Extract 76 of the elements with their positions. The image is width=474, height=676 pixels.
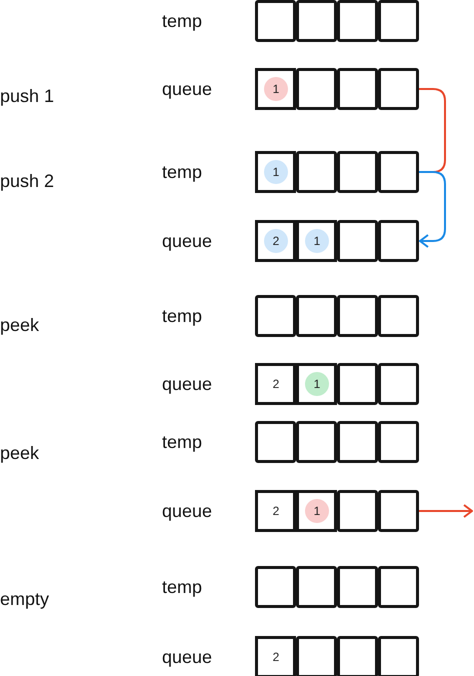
array-cell	[337, 421, 378, 463]
arrow	[418, 504, 473, 518]
array-cell	[337, 0, 378, 42]
array-cell	[255, 636, 296, 676]
array-cell	[255, 68, 296, 110]
array-cell	[337, 490, 378, 532]
array-cell	[296, 295, 337, 337]
array-row	[160, 68, 418, 112]
array-cell	[378, 363, 419, 405]
array-cell	[255, 151, 296, 193]
array-cell	[378, 295, 419, 337]
array-row	[160, 151, 418, 195]
array-cell	[378, 68, 419, 110]
step-label: push 2	[0, 171, 54, 192]
array-cell	[378, 220, 419, 262]
array-row	[160, 220, 418, 264]
highlighted-value: 1	[305, 229, 329, 253]
highlighted-value: 1	[305, 499, 329, 523]
array-cell	[337, 68, 378, 110]
array-cell	[255, 566, 296, 608]
cell-value: 2	[272, 649, 280, 665]
array-cell	[296, 490, 337, 532]
array-cell	[255, 490, 296, 532]
array-cell	[337, 566, 378, 608]
array-row	[160, 421, 418, 465]
array-cell	[296, 421, 337, 463]
cell-value: 2	[272, 376, 280, 392]
array-cell	[296, 636, 337, 676]
array-name: temp	[162, 432, 202, 453]
array-cell	[296, 68, 337, 110]
array-row	[160, 636, 418, 676]
array-row	[160, 295, 418, 339]
array-cell	[378, 636, 419, 676]
array-cell	[255, 295, 296, 337]
arrow	[418, 171, 446, 248]
array-cell	[378, 151, 419, 193]
array-name: temp	[162, 577, 202, 598]
array-cell	[378, 0, 419, 42]
array-cell	[337, 220, 378, 262]
array-name: temp	[162, 162, 202, 183]
array-cell	[337, 295, 378, 337]
step-label: empty	[0, 589, 50, 610]
array-name: queue	[162, 501, 212, 522]
highlighted-value: 1	[264, 160, 288, 184]
array-name: temp	[162, 11, 202, 32]
array-cell	[296, 363, 337, 405]
array-name: queue	[162, 374, 212, 395]
array-cell	[296, 0, 337, 42]
step-label: peek	[0, 443, 40, 464]
highlighted-value: 1	[264, 77, 288, 101]
array-row	[160, 0, 418, 44]
highlighted-value: 1	[305, 372, 329, 396]
array-cell	[296, 220, 337, 262]
array-cell	[378, 566, 419, 608]
array-name: queue	[162, 231, 212, 252]
highlighted-value: 2	[264, 229, 288, 253]
array-cell	[337, 363, 378, 405]
step-label: push 1	[0, 86, 54, 107]
array-name: queue	[162, 647, 212, 668]
array-cell	[378, 421, 419, 463]
array-name: temp	[162, 306, 202, 327]
array-cell	[337, 151, 378, 193]
array-row	[160, 490, 418, 534]
array-cell	[296, 151, 337, 193]
array-name: queue	[162, 79, 212, 100]
array-row	[160, 363, 418, 407]
array-cell	[337, 636, 378, 676]
array-cell	[296, 566, 337, 608]
array-cell	[255, 220, 296, 262]
array-cell	[255, 0, 296, 42]
array-row	[160, 566, 418, 610]
cell-value: 2	[272, 503, 280, 519]
step-label: peek	[0, 315, 40, 336]
array-cell	[255, 363, 296, 405]
array-cell	[255, 421, 296, 463]
array-cell	[378, 490, 419, 532]
